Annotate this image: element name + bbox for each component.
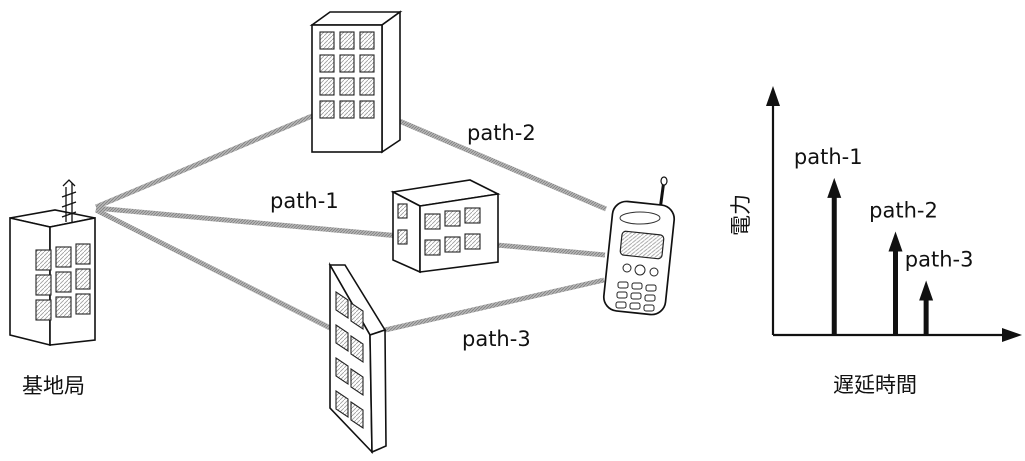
path-2-label: path-2: [467, 121, 536, 145]
power-label-path-1: path-1: [794, 145, 863, 169]
bottom-building: [330, 265, 386, 452]
path-1-label: path-1: [270, 189, 339, 213]
power-label-path-3: path-3: [905, 247, 974, 271]
power-arrowhead-path-1: [827, 178, 841, 198]
power-arrowhead-path-3: [919, 280, 933, 300]
base-station-label: 基地局: [22, 374, 85, 398]
tall-building: [312, 12, 400, 152]
path-3-label: path-3: [462, 327, 531, 351]
power-arrowhead-path-2: [889, 231, 903, 251]
x-axis-label: 遅延時間: [833, 373, 917, 397]
y-axis-arrowhead: [766, 86, 780, 106]
delay-profile-chart: 電力 遅延時間 path-1 path-2 path-3: [729, 86, 1022, 397]
mobile-phone-icon: [602, 177, 675, 316]
x-axis-arrowhead: [1002, 328, 1022, 342]
middle-building: [393, 180, 498, 272]
y-axis-label: 電力: [729, 194, 753, 236]
power-label-path-2: path-2: [869, 198, 938, 222]
base-station-building: [10, 180, 95, 345]
